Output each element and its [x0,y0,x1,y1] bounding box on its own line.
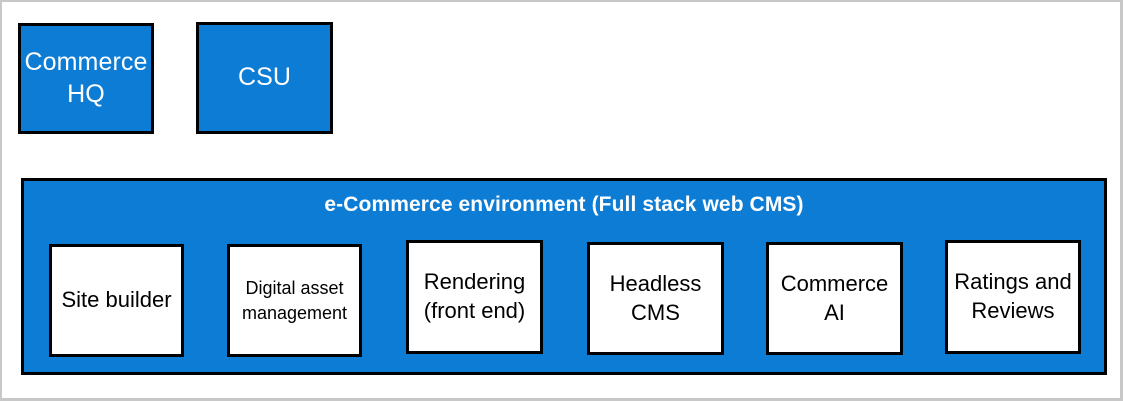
card-site-builder-label: Site builder [61,287,172,313]
box-csu[interactable]: CSU [196,22,333,134]
card-digital-asset-management[interactable]: Digital asset management [227,244,362,357]
e-commerce-environment-container: e-Commerce environment (Full stack web C… [21,178,1107,375]
card-site-builder[interactable]: Site builder [49,244,184,357]
card-headless-cms-label: Headless CMS [609,270,702,325]
card-commerce-ai-label: Commerce AI [780,270,889,325]
card-commerce-ai[interactable]: Commerce AI [766,242,903,355]
card-rendering-front-end-label: Rendering (front end) [423,269,526,323]
card-ratings-and-reviews[interactable]: Ratings and Reviews [945,240,1081,354]
box-commerce-hq[interactable]: Commerce HQ [18,23,154,134]
box-commerce-hq-label: Commerce HQ [24,48,148,108]
card-rendering-front-end[interactable]: Rendering (front end) [406,240,543,354]
card-digital-asset-management-label: Digital asset management [241,278,348,323]
box-csu-label: CSU [237,63,292,92]
card-headless-cms[interactable]: Headless CMS [587,242,724,355]
e-commerce-environment-title: e-Commerce environment (Full stack web C… [324,193,804,216]
card-ratings-and-reviews-label: Ratings and Reviews [954,269,1072,323]
